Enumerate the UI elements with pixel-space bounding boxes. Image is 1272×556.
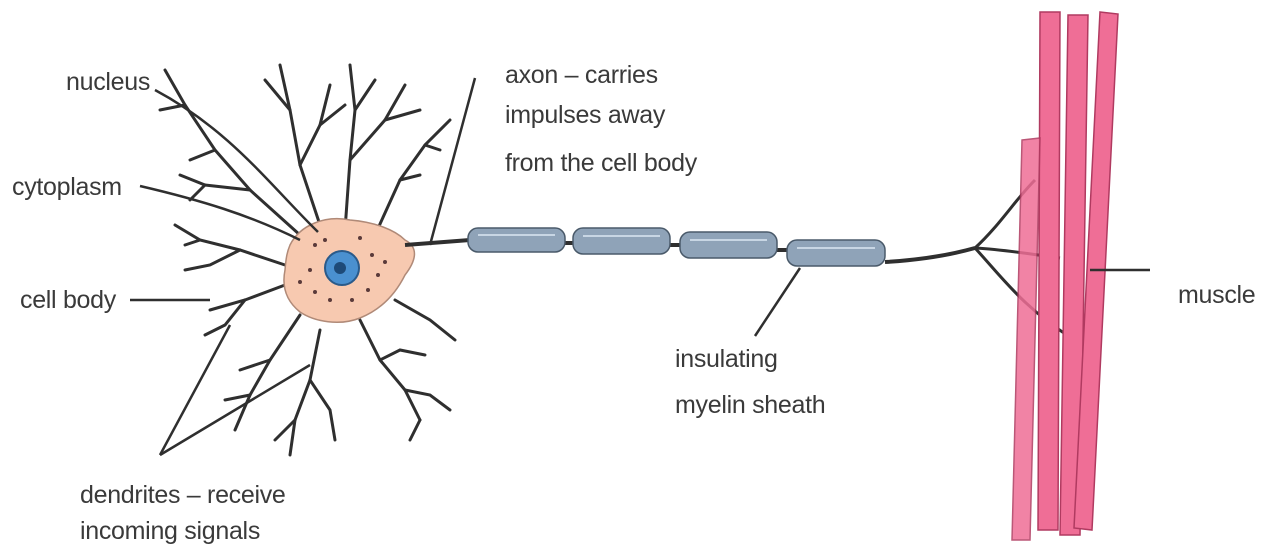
- label-axon-1: axon – carries: [505, 60, 658, 91]
- label-axon-3: from the cell body: [505, 148, 697, 179]
- label-dendrites-2: incoming signals: [80, 516, 260, 547]
- leader-lines: [130, 78, 1150, 455]
- nucleolus: [334, 262, 346, 274]
- label-axon-2: impulses away: [505, 100, 665, 131]
- label-cell-body: cell body: [20, 285, 116, 316]
- label-myelin-1: insulating: [675, 344, 778, 375]
- muscle-fibers: [1012, 12, 1118, 540]
- label-dendrites-1: dendrites – receive: [80, 480, 286, 511]
- label-cytoplasm: cytoplasm: [12, 172, 122, 203]
- label-muscle: muscle: [1178, 280, 1255, 311]
- label-myelin-2: myelin sheath: [675, 390, 825, 421]
- label-nucleus: nucleus: [66, 67, 150, 98]
